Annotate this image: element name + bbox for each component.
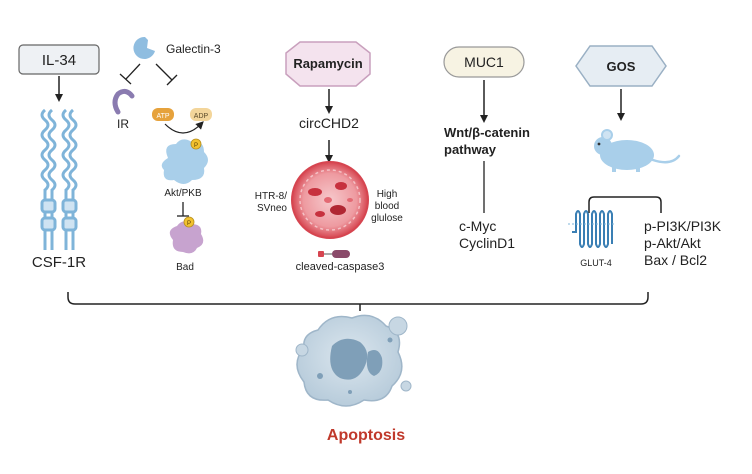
atp-pill — [152, 108, 174, 121]
ir-label: IR — [117, 117, 129, 131]
bax-label: Bax / Bcl2 — [644, 252, 707, 268]
galectin3-icon — [133, 36, 155, 59]
atp-adp-group: ATP ADP — [152, 108, 212, 134]
il34-label: IL-34 — [42, 52, 76, 69]
adp-pill — [190, 108, 212, 121]
glut4-icon — [568, 210, 616, 248]
apoptosis-label: Apoptosis — [327, 427, 405, 444]
il34-group: IL-34 — [18, 44, 100, 102]
glucose-label-line3: glulose — [371, 213, 403, 224]
apoptotic-body-1 — [388, 316, 408, 336]
pi3k-label: p-PI3K/PI3K — [644, 218, 722, 234]
gos-label: GOS — [607, 59, 636, 74]
convergence-bracket — [67, 292, 649, 305]
akt-label: Akt/PKB — [164, 188, 202, 199]
glucose-label-line2: blood — [375, 201, 399, 212]
il34-box — [18, 44, 100, 75]
bad-protein: P Bad — [169, 216, 204, 273]
muc1-box — [443, 46, 525, 78]
galectin3-label: Galectin-3 — [166, 42, 221, 56]
inhibit-bar-akt — [166, 74, 178, 86]
caspase-icon — [318, 250, 350, 258]
bad-label: Bad — [176, 262, 194, 273]
bad-phospho-circle — [183, 216, 195, 228]
apoptotic-cell — [295, 314, 412, 407]
rapamycin-group: Rapamycin circCHD2 — [285, 41, 371, 163]
muc1-label: MUC1 — [464, 54, 504, 70]
akt-phospho-circle — [190, 138, 202, 150]
cyclind1-label: CyclinD1 — [459, 235, 515, 251]
wnt-label-line2: pathway — [444, 142, 497, 157]
akt-protein: P Akt/PKB — [161, 138, 208, 199]
glut4-label: GLUT-4 — [580, 258, 612, 268]
csf1r-label: CSF-1R — [32, 254, 86, 271]
akt-phospho-label: P — [194, 143, 198, 149]
bad-phospho-label: P — [187, 221, 191, 227]
htr-label-line2: SVneo — [257, 203, 287, 214]
circchd2-label: circCHD2 — [299, 115, 359, 131]
wnt-label-line1: Wnt/β-catenin — [444, 125, 530, 140]
adp-label: ADP — [194, 113, 209, 120]
atp-label: ATP — [156, 113, 169, 120]
pakt-label: p-Akt/Akt — [644, 235, 701, 251]
galectin3-inhibit-akt — [155, 63, 173, 81]
apoptotic-body-3 — [295, 343, 309, 357]
galectin3-inhibit-ir — [125, 63, 141, 80]
csf1r-receptor — [40, 108, 78, 250]
gos-bracket — [588, 196, 662, 213]
mouse-icon — [594, 129, 681, 172]
htr-label-line1: HTR-8/ — [255, 191, 287, 202]
muc1-group: MUC1 Wnt/β-catenin pathway c-Myc CyclinD… — [443, 46, 530, 251]
galectin3-group: Galectin-3 — [119, 36, 221, 86]
rapamycin-label: Rapamycin — [293, 56, 362, 71]
gos-group: GOS — [575, 45, 667, 121]
apoptotic-body-2 — [400, 380, 412, 392]
trophoblast-cell — [291, 161, 369, 239]
inhibit-bar-ir — [119, 73, 132, 85]
cmyc-label: c-Myc — [459, 218, 496, 234]
glucose-label-line1: High — [377, 189, 398, 200]
rapamycin-octagon — [285, 41, 371, 87]
ir-receptor: IR — [112, 88, 135, 131]
atp-to-adp-arrow — [164, 121, 204, 134]
gos-hexagon — [575, 45, 667, 87]
caspase-label: cleaved-caspase3 — [296, 261, 385, 273]
